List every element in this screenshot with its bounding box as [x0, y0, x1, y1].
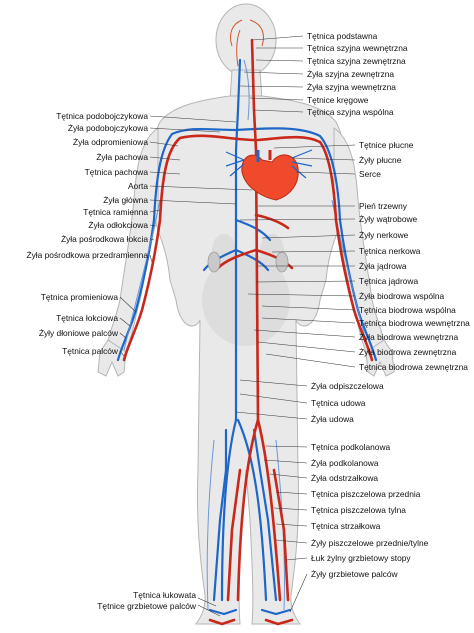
arteries [122, 38, 374, 626]
label-zyla-podkolanowa: Żyła podkolanowa [311, 458, 379, 468]
body-silhouette [107, 3, 385, 625]
label-zyla-jadrowa: Żyła jądrowa [359, 261, 407, 271]
label-zyla-odpromieniowa: Żyła odpromieniowa [73, 137, 148, 147]
label-tetnica-szyjna-wewnetrzna: Tętnica szyjna wewnętrzna [307, 43, 408, 53]
label-tetnica-strzalkowa: Tętnica strzałkowa [311, 521, 381, 531]
label-tetnice-plucne: Tętnice płucne [359, 140, 414, 150]
label-tetnica-podobojczykowa: Tętnica podobojczykowa [56, 111, 148, 121]
heart [241, 150, 299, 201]
label-tetnica-biodrowa-wewnetrzna: Tętnica biodrowa wewnętrzna [359, 318, 470, 328]
label-zyla-udowa: Żyła udowa [311, 414, 354, 424]
label-tetnice-kregowe: Tętnice kręgowe [307, 95, 369, 105]
label-zyly-grzbietowe-palcow: Żyły grzbietowe palców [311, 569, 399, 579]
label-zyly-nerkowe: Żyły nerkowe [359, 230, 409, 240]
head-arteries [229, 19, 264, 67]
label-zyla-glowna: Żyła główna [103, 195, 148, 205]
label-zyla-biodrowa-zewnetrzna: Żyła biodrowa zewnętrzna [359, 347, 457, 357]
label-aorta: Aorta [128, 181, 148, 191]
label-zyla-szyjna-wewnetrzna: Żyła szyjna wewnętrzna [307, 82, 396, 92]
label-tetnica-biodrowa-zewnetrzna: Tętnica biodrowa zewnętrzna [359, 362, 468, 372]
label-tetnica-szyjna-zewnetrzna: Tętnica szyjna zewnętrzna [307, 56, 406, 66]
label-zyly-watrobowe: Żyły wątrobowe [359, 214, 418, 224]
label-luk-zylny-grzbietowy: Łuk żylny grzbietowy stopy [311, 553, 411, 563]
label-zyla-odstrzalkowa: Żyła odstrzałkowa [311, 473, 378, 483]
label-zyla-odlokciowa: Żyła odłokciowa [88, 220, 148, 230]
label-tetnica-nerkowa: Tętnica nerkowa [359, 246, 421, 256]
right-labels: Tętnica podstawna Tętnica szyjna wewnętr… [307, 31, 470, 579]
label-zyla-posrodkowa-lokcia: Żyła pośrodkowa łokcia [61, 234, 148, 244]
label-tetnica-pachowa: Tętnica pachowa [85, 167, 149, 177]
label-serce: Serce [359, 169, 381, 179]
label-zyla-pachowa: Żyła pachowa [96, 152, 148, 162]
label-tetnica-jadrowa: Tętnica jądrowa [359, 276, 418, 286]
label-tetnica-lokciowa: Tętnica łokciowa [56, 313, 118, 323]
label-tetnica-palcow: Tętnica palców [62, 346, 119, 356]
label-tetnica-lukowata: Tętnica łukowata [133, 590, 196, 600]
vein-thin [123, 59, 369, 611]
label-zyly-dloniowe-palcow: Żyły dłoniowe palców [39, 328, 119, 338]
label-zyla-biodrowa-wewnetrzna: Żyła biodrowa wewnętrzna [359, 332, 458, 342]
label-tetnice-grzbietowe-palcow: Tętnice grzbietowe palców [97, 601, 197, 611]
label-tetnica-podstawna: Tętnica podstawna [307, 31, 378, 41]
label-zyla-biodrowa-wspolna: Żyła biodrowa wspólna [359, 291, 445, 301]
label-tetnica-biodrowa-wspolna: Tętnica biodrowa wspólna [359, 305, 456, 315]
label-zyla-podobojczykowa: Żyła podobojczykowa [68, 123, 148, 133]
label-zyla-odpiszczelowa: Żyła odpiszczelowa [311, 381, 384, 391]
right-leaders [235, 35, 356, 613]
label-tetnica-podkolanowa: Tętnica podkolanowa [311, 442, 390, 452]
label-pien-trzewny: Pień trzewny [359, 201, 408, 211]
label-zyly-piszczelowe: Żyły piszczelowe przednie/tylne [311, 538, 429, 548]
label-tetnica-udowa: Tętnica udowa [311, 398, 366, 408]
label-tetnica-piszczelowa-przednia: Tętnica piszczelowa przednia [311, 489, 421, 499]
label-tetnica-promieniowa: Tętnica promieniowa [41, 292, 119, 302]
label-zyly-plucne: Żyły płucne [359, 155, 402, 165]
label-tetnica-szyjna-wspolna: Tętnica szyjna wspólna [307, 107, 394, 117]
hands [97, 339, 395, 377]
left-labels: Tętnica podobojczykowa Żyła podobojczyko… [27, 111, 197, 611]
label-zyla-posrodkowa-przedramienna: Żyła pośrodkowa przedramienna [27, 250, 149, 260]
label-tetnica-piszczelowa-tylna: Tętnica piszczelowa tylna [311, 505, 406, 515]
label-zyla-szyjna-zewnetrzna: Żyła szyjna zewnętrzna [307, 69, 394, 79]
left-leaders [119, 115, 253, 617]
label-tetnica-ramienna: Tętnica ramienna [83, 207, 148, 217]
